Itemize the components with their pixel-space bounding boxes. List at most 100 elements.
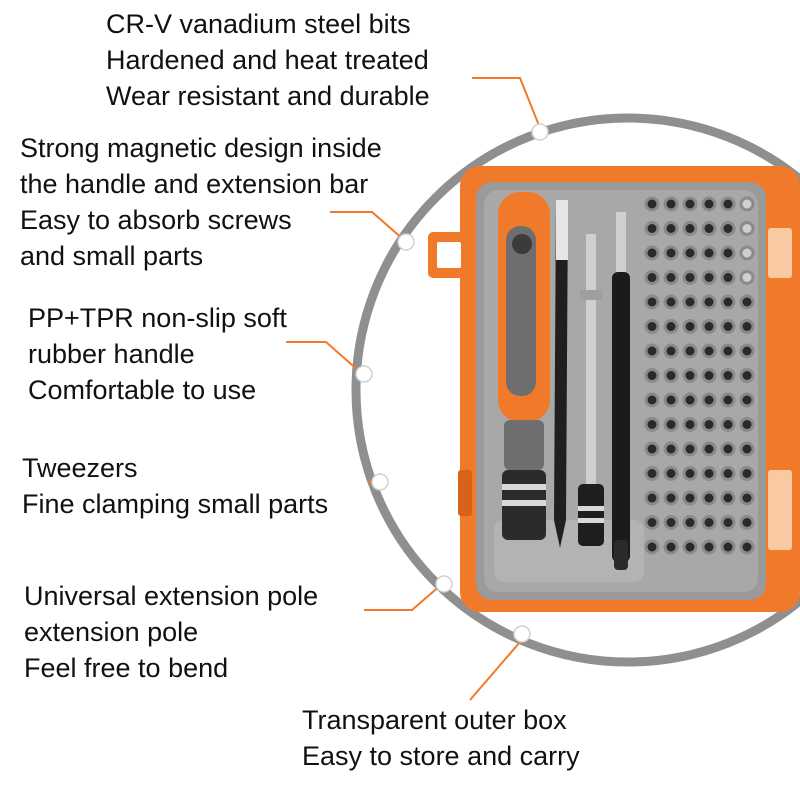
bit [647, 322, 657, 331]
bit [723, 322, 733, 331]
callout-line: rubber handle [28, 339, 195, 369]
flexible-extension-pole [612, 212, 630, 570]
bit [704, 542, 714, 552]
callout-line: Strong magnetic design inside [20, 133, 382, 163]
bit [647, 493, 657, 503]
bit [647, 542, 657, 552]
bit [685, 493, 695, 503]
bit [685, 395, 695, 405]
bit [647, 346, 657, 356]
bit [685, 444, 695, 454]
callout-line: Feel free to bend [24, 653, 229, 683]
bit [742, 420, 752, 429]
callout-line: Fine clamping small parts [22, 489, 329, 519]
leader-box [469, 641, 521, 701]
bit [742, 444, 752, 454]
bit [666, 248, 676, 258]
callout-line: Transparent outer box [302, 705, 567, 735]
leader-extension [364, 583, 443, 611]
bit [742, 346, 752, 356]
bit [742, 224, 752, 233]
bit [666, 224, 676, 233]
bit [666, 371, 676, 380]
dot-tweezers [371, 473, 389, 491]
bit [685, 199, 695, 209]
bit [723, 395, 733, 405]
bit [647, 248, 657, 258]
bit [723, 493, 733, 503]
bit [685, 224, 695, 233]
bit [666, 493, 676, 503]
bit [685, 371, 695, 380]
bit [723, 248, 733, 258]
bit [704, 297, 714, 307]
bit [742, 371, 752, 380]
dot-handle [355, 365, 373, 383]
callout-line: Tweezers [22, 453, 138, 483]
callout-line: Comfortable to use [28, 375, 257, 405]
bit [723, 542, 733, 552]
bit [685, 297, 695, 307]
bit [704, 493, 714, 503]
bit [742, 297, 752, 307]
bit [666, 395, 676, 405]
callout-outer-box: Transparent outer box Easy to store and … [302, 702, 580, 774]
leader-handle [286, 341, 361, 373]
bit [742, 322, 752, 331]
bit [685, 518, 695, 527]
bit [666, 273, 676, 282]
bit [666, 444, 676, 454]
callout-line: Universal extension pole [24, 581, 319, 611]
callout-tweezers: Tweezers Fine clamping small parts [22, 450, 328, 522]
callout-line: Easy to absorb screws [20, 205, 292, 235]
bit [742, 518, 752, 527]
bit [723, 371, 733, 380]
bit [723, 420, 733, 429]
bit [647, 371, 657, 380]
bit [704, 444, 714, 454]
bit [704, 371, 714, 380]
bit [723, 297, 733, 307]
bit [666, 199, 676, 209]
bit-grid [644, 196, 755, 555]
leader-magnetic [330, 211, 405, 241]
bit [723, 469, 733, 478]
bit [647, 395, 657, 405]
bit [704, 346, 714, 356]
bit [685, 542, 695, 552]
bit [704, 199, 714, 209]
bit [647, 224, 657, 233]
callout-rubber-handle: PP+TPR non-slip soft rubber handle Comfo… [28, 300, 287, 408]
bit [704, 469, 714, 478]
bit [666, 518, 676, 527]
bit [685, 273, 695, 282]
bit [704, 322, 714, 331]
dot-extension [435, 575, 453, 593]
bit [647, 469, 657, 478]
bit [704, 395, 714, 405]
bit [723, 444, 733, 454]
callout-line: the handle and extension bar [20, 169, 369, 199]
callout-line: Wear resistant and durable [106, 81, 430, 111]
bit [723, 199, 733, 209]
frame-ring [351, 113, 800, 667]
bit [685, 469, 695, 478]
callout-magnetic-design: Strong magnetic design inside the handle… [20, 130, 382, 274]
bit [704, 273, 714, 282]
callout-line: PP+TPR non-slip soft [28, 303, 287, 333]
bit [666, 322, 676, 331]
bit [666, 542, 676, 552]
bit [685, 248, 695, 258]
callout-extension-pole: Universal extension pole extension pole … [24, 578, 318, 686]
bit [742, 493, 752, 503]
bit [647, 199, 657, 209]
callout-line: CR-V vanadium steel bits [106, 9, 411, 39]
bit [647, 297, 657, 307]
bit [666, 469, 676, 478]
dot-bits [531, 123, 549, 141]
callout-line: Hardened and heat treated [106, 45, 429, 75]
bit [723, 224, 733, 233]
bit [723, 346, 733, 356]
